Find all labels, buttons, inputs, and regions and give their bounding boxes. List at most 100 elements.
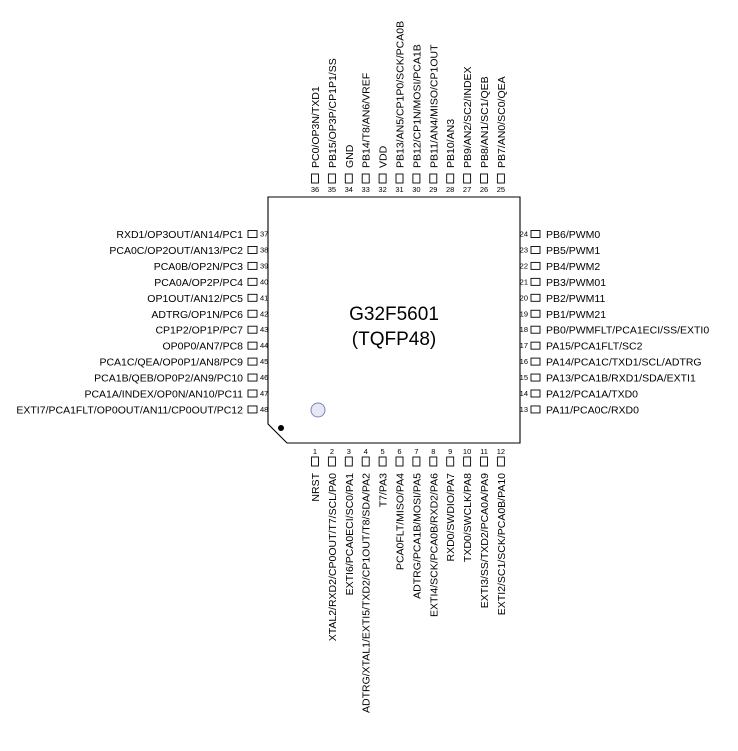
pin-number-18: 18 bbox=[520, 325, 528, 334]
pin-47 bbox=[247, 389, 258, 398]
pin-number-12: 12 bbox=[497, 447, 505, 456]
pin-label-33: PB14/T8/AN6/VREF bbox=[361, 73, 373, 168]
pin-label-36: PC0/OP3N/TXD1 bbox=[310, 86, 322, 168]
pin-45 bbox=[247, 357, 258, 366]
pin-number-35: 35 bbox=[328, 185, 336, 194]
pin-number-46: 46 bbox=[260, 373, 268, 382]
pin-number-32: 32 bbox=[378, 185, 386, 194]
pin-number-17: 17 bbox=[520, 341, 528, 350]
pin-number-36: 36 bbox=[311, 185, 319, 194]
pin-9 bbox=[446, 456, 455, 467]
pin-27 bbox=[463, 173, 472, 184]
pin-number-14: 14 bbox=[520, 389, 528, 398]
pin-17 bbox=[530, 341, 541, 350]
pin-number-37: 37 bbox=[260, 230, 268, 239]
pin-26 bbox=[480, 173, 488, 184]
pin-number-2: 2 bbox=[330, 447, 334, 456]
pin-number-47: 47 bbox=[260, 389, 268, 398]
chip-name: G32F5601 bbox=[349, 304, 439, 325]
pin-number-16: 16 bbox=[520, 357, 528, 366]
pin-number-25: 25 bbox=[497, 185, 505, 194]
pin-label-28: PB10/AN3 bbox=[445, 119, 457, 168]
pin-33 bbox=[361, 173, 370, 184]
pin-number-27: 27 bbox=[463, 185, 471, 194]
pin-label-38: PCA0C/OP2OUT/AN13/PC2 bbox=[109, 245, 243, 257]
pin-number-39: 39 bbox=[260, 261, 268, 270]
pin-6 bbox=[395, 456, 404, 467]
pin-label-14: PA12/PCA1A/TXD0 bbox=[546, 389, 638, 401]
pin-number-6: 6 bbox=[397, 447, 401, 456]
pin-18 bbox=[530, 325, 541, 334]
pin-label-7: ADTRG/PCA1B/MOSI/PA5 bbox=[411, 473, 423, 599]
pin-number-31: 31 bbox=[395, 185, 403, 194]
pin-3 bbox=[344, 456, 353, 467]
pin-label-12: EXTI2/SC1/SCK/PCA0B/PA10 bbox=[496, 473, 508, 615]
pin-number-9: 9 bbox=[448, 447, 452, 456]
pin-13 bbox=[530, 405, 541, 414]
pin-label-43: CP1P2/OP1P/PC7 bbox=[155, 325, 243, 337]
pin-42 bbox=[247, 309, 258, 318]
pin-label-26: PB8/AN1/SC1/QEB bbox=[479, 76, 491, 168]
pin-8 bbox=[429, 456, 438, 467]
pin-35 bbox=[327, 173, 336, 184]
pin-label-29: PB11/AN4/MISO/CP1OUT bbox=[428, 44, 440, 168]
pin-label-2: XTAL2/RXD2/CP0OUT/T7/SCL/PA0 bbox=[327, 473, 339, 641]
pin-label-39: PCA0B/OP2N/PC3 bbox=[154, 261, 243, 273]
pin-31 bbox=[395, 173, 404, 184]
pin-number-44: 44 bbox=[260, 341, 268, 350]
pin-number-41: 41 bbox=[260, 293, 268, 302]
pin-32 bbox=[378, 173, 387, 184]
pin-43 bbox=[247, 325, 258, 334]
pin-label-22: PB4/PWM2 bbox=[546, 261, 600, 273]
pin-10 bbox=[463, 456, 472, 467]
pin-22 bbox=[530, 261, 541, 270]
pin-24 bbox=[530, 230, 541, 238]
pin-label-45: PCA1C/QEA/OP0P1/AN8/PC9 bbox=[99, 357, 243, 369]
pin-48 bbox=[247, 405, 258, 414]
pin-41 bbox=[247, 293, 258, 302]
chip-package: (TQFP48) bbox=[352, 329, 436, 350]
pin-label-5: T7/PA3 bbox=[378, 473, 390, 507]
pin-label-25: PB7/AN0/SC0/QEA bbox=[496, 76, 508, 168]
pin-number-34: 34 bbox=[345, 185, 353, 194]
pin-44 bbox=[247, 341, 258, 350]
pin-number-22: 22 bbox=[520, 261, 528, 270]
pin-label-48: EXTI7/PCA1FLT/OP0OUT/AN11/CP0OUT/PC12 bbox=[16, 404, 243, 416]
pin-5 bbox=[378, 456, 387, 467]
pin-number-5: 5 bbox=[381, 447, 385, 456]
pin-number-19: 19 bbox=[520, 309, 528, 318]
pin-label-24: PB6/PWM0 bbox=[546, 229, 600, 241]
pin-label-4: ADTRG/XTAL1/EXTI5/TXD2/CP1OUT/T8/SDA/PA2 bbox=[361, 473, 373, 713]
pin-15 bbox=[530, 373, 541, 382]
pin-number-15: 15 bbox=[520, 373, 528, 382]
pin-25 bbox=[496, 173, 505, 184]
pin-11 bbox=[480, 456, 488, 467]
pin-number-21: 21 bbox=[520, 277, 528, 286]
pin-1 bbox=[311, 456, 319, 467]
pin-label-19: PB1/PWM21 bbox=[546, 309, 606, 321]
pin-38 bbox=[247, 245, 258, 254]
top-pins: 25PB7/AN0/SC0/QEA26PB8/AN1/SC1/QEB27PB9/… bbox=[310, 21, 508, 194]
pin-number-3: 3 bbox=[347, 447, 351, 456]
pin-number-26: 26 bbox=[480, 185, 488, 194]
pin-16 bbox=[530, 357, 541, 366]
pin-21 bbox=[530, 277, 541, 286]
pin-label-35: PB15/OP3P/CP1P1/SS bbox=[327, 58, 339, 168]
pin-label-34: GND bbox=[344, 144, 356, 168]
pin-number-33: 33 bbox=[362, 185, 370, 194]
pin1-dot bbox=[278, 425, 284, 431]
pin-label-40: PCA0A/OP2P/PC4 bbox=[154, 277, 243, 289]
pin-36 bbox=[311, 173, 319, 184]
pin-29 bbox=[429, 173, 438, 184]
pin-number-11: 11 bbox=[480, 447, 488, 456]
pin-23 bbox=[530, 245, 541, 254]
pin-label-16: PA14/PCA1C/TXD1/SCL/ADTRG bbox=[546, 357, 702, 369]
chip-body bbox=[267, 196, 521, 444]
left-pins: 37RXD1/OP3OUT/AN14/PC138PCA0C/OP2OUT/AN1… bbox=[16, 229, 268, 416]
pin-20 bbox=[530, 293, 541, 302]
pin-label-8: EXTI4/SCK/PCA0B/RXD2/PA6 bbox=[428, 473, 440, 617]
pin-label-6: PCA0FLT/MISO/PA4 bbox=[395, 473, 407, 570]
pin-number-24: 24 bbox=[520, 230, 528, 239]
pin-2 bbox=[327, 456, 336, 467]
pin-number-42: 42 bbox=[260, 309, 268, 318]
